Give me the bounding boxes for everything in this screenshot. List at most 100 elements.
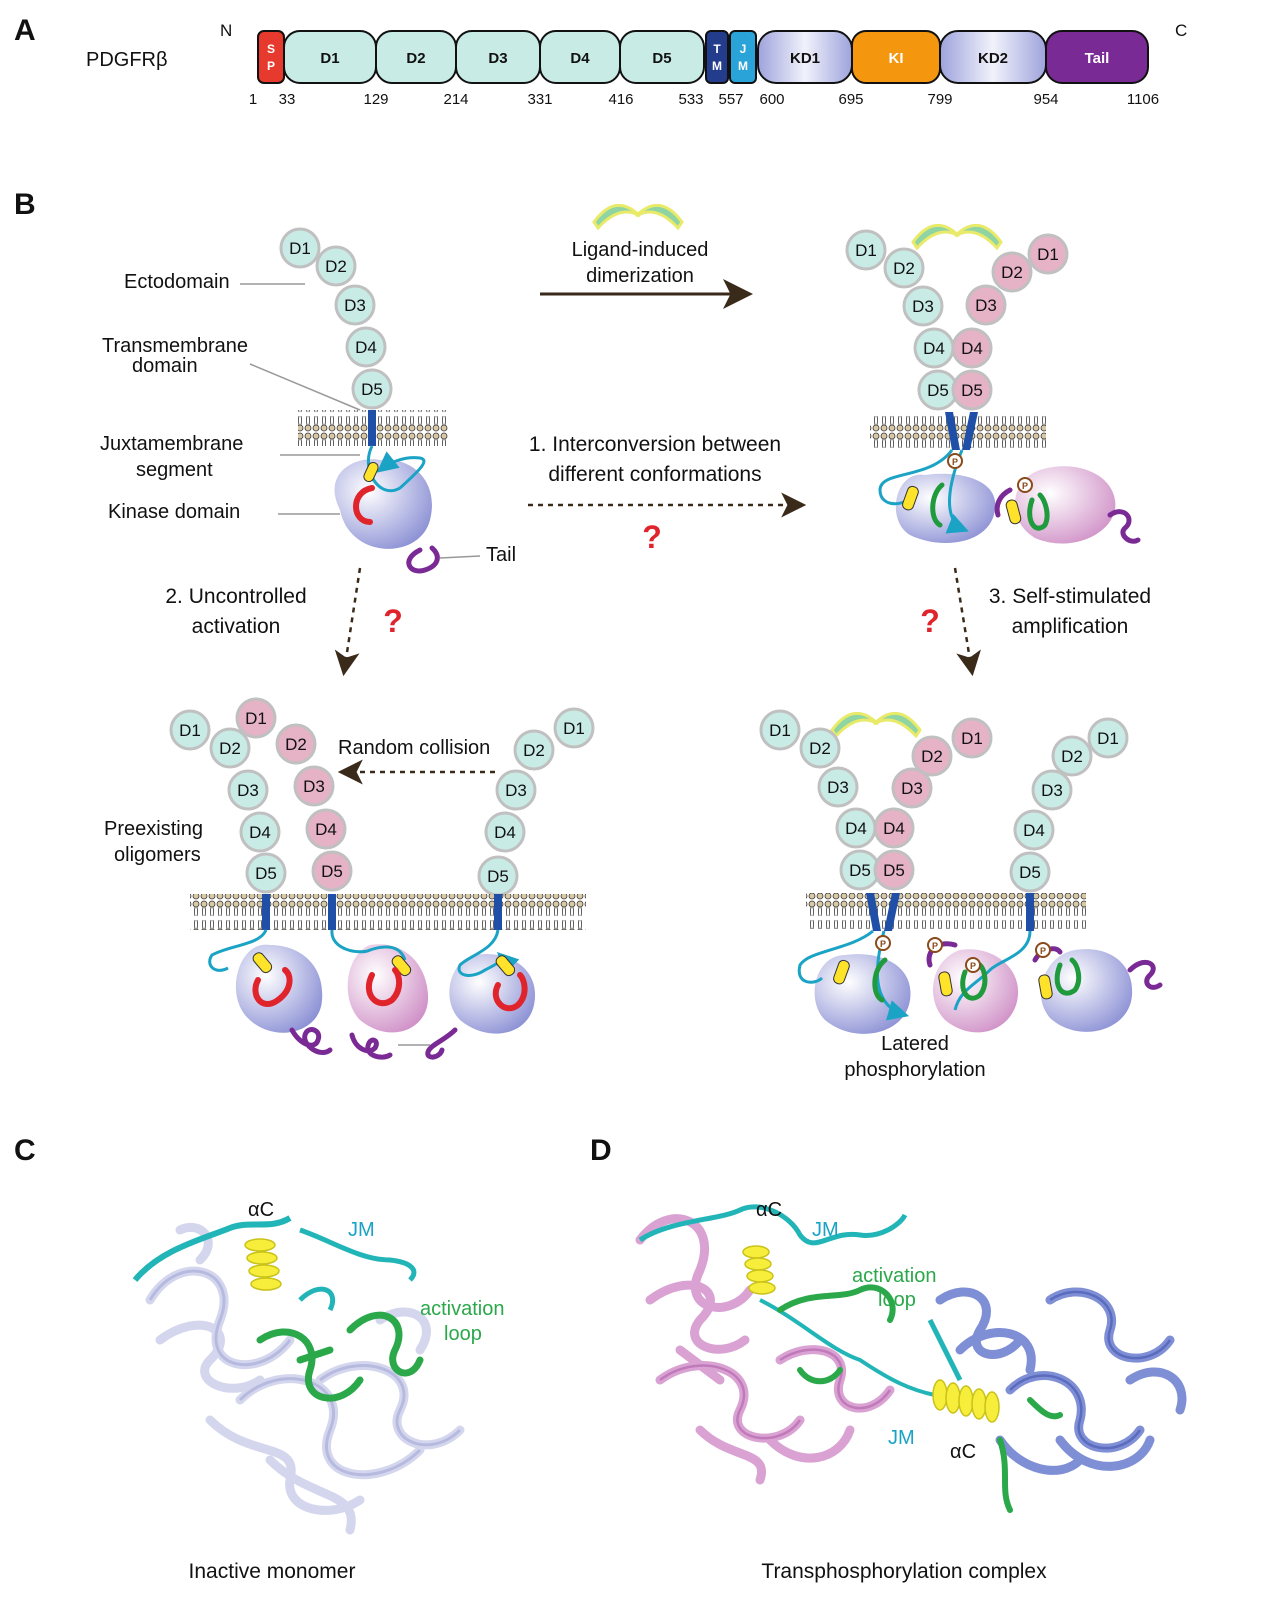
domain-circle-label: D1 — [179, 721, 201, 740]
inactive-monomer-structure: αC JM activation loop — [132, 1199, 505, 1535]
blue-kinase-ribbon — [935, 1287, 1187, 1475]
jm-top-label: JM — [812, 1219, 839, 1241]
domain-circle-label: D3 — [912, 297, 934, 316]
domain-circle-d3 — [965, 284, 1007, 326]
domain-d3-label: D3 — [488, 50, 507, 67]
kinase-domain — [1040, 949, 1133, 1032]
domain-circle-label: D2 — [285, 735, 307, 754]
pink-kinase-ribbon-edge — [659, 1348, 892, 1440]
domain-sp-label-s: S — [267, 42, 275, 56]
phosphate-label: P — [880, 939, 886, 949]
residue-number: 33 — [279, 91, 296, 108]
latered-phosphorylation-assembly: D1 D2 D3 D4 D5 D1 D2 D3 D4 D5 D1 D2 D3 D… — [759, 709, 1163, 1081]
transmembrane-helix — [262, 894, 270, 930]
domain-circle-d4 — [239, 811, 281, 853]
phosphate-label: P — [952, 457, 958, 467]
activation-loop-ribbon — [256, 1311, 424, 1402]
domain-circle-d3 — [293, 765, 335, 807]
jm-ribbon — [298, 1286, 336, 1312]
domain-circle-label: D3 — [1041, 781, 1063, 800]
domain-circle-d2 — [991, 251, 1033, 293]
domain-circle-d1 — [169, 709, 211, 751]
alpha-c-helix — [252, 952, 273, 974]
amplification-arrow — [953, 567, 981, 677]
domain-circle-d3 — [902, 285, 944, 327]
membrane-bilayer — [806, 893, 1086, 929]
c-terminus-label: C — [1175, 21, 1187, 40]
domain-circle-label: D4 — [1023, 821, 1045, 840]
domain-circle-d1 — [759, 709, 801, 751]
domain-circle-label: D5 — [883, 861, 905, 880]
activation-loop — [1027, 492, 1050, 531]
jm-segment — [208, 929, 268, 972]
domain-circle-d4 — [951, 327, 993, 369]
ectodomain-chain: D1 D2 D3 D4 D5 — [279, 227, 393, 410]
transmembrane-helix — [368, 410, 376, 446]
activation-loop — [252, 967, 293, 1008]
kinase-domain — [895, 473, 996, 543]
domain-d5 — [619, 30, 705, 84]
domain-circle-d1 — [1027, 233, 1069, 275]
ectodomain-label: Ectodomain — [124, 271, 230, 293]
domain-circle-label: D1 — [1097, 729, 1119, 748]
domain-circle-label: D5 — [927, 381, 949, 400]
domain-circle-d1 — [845, 229, 887, 271]
transmembrane-helix — [962, 412, 978, 450]
transmembrane-helix — [945, 412, 960, 450]
domain-circle-label: D3 — [975, 296, 997, 315]
ligand-label-line2: dimerization — [586, 265, 694, 287]
domain-circle-d3 — [1031, 769, 1073, 811]
domain-circle-label: D5 — [321, 862, 343, 881]
domain-d1-label: D1 — [320, 50, 339, 67]
leader-line — [249, 363, 361, 411]
domain-circle-d2 — [275, 723, 317, 765]
domain-circle-label: D5 — [961, 381, 983, 400]
domain-circle-d3 — [495, 769, 537, 811]
tail-segment — [406, 545, 440, 574]
domain-circle-label: D5 — [487, 867, 509, 886]
domain-circle-label: D3 — [827, 778, 849, 797]
kinase-domain — [235, 944, 323, 1033]
domain-circle-d4 — [484, 811, 526, 853]
domain-circle-d5 — [311, 850, 353, 892]
tail-segment — [349, 1032, 393, 1060]
domain-circle-label: D4 — [494, 823, 516, 842]
alpha-c-helix-ribbon-top — [742, 1245, 776, 1295]
activation-loop — [365, 967, 403, 1007]
activation-loop — [353, 485, 375, 525]
phosphate-label: P — [932, 941, 938, 951]
domain-circle-d4 — [873, 807, 915, 849]
jm-ribbon-blue — [927, 1318, 963, 1382]
step1-line2: different conformations — [548, 463, 761, 486]
domain-circle-d5 — [351, 368, 393, 410]
alpha-c-helix — [902, 485, 919, 511]
domain-circle-label: D4 — [961, 339, 983, 358]
pink-kinase-ribbon — [635, 1214, 895, 1485]
domain-circle-d2 — [1051, 735, 1093, 777]
kinase-domain — [933, 949, 1019, 1033]
phosphate-marker — [1017, 477, 1033, 493]
residue-number: 557 — [718, 91, 743, 108]
tm-label-line2: domain — [132, 355, 198, 377]
panel-b-label: B — [14, 188, 36, 221]
activation-loop — [960, 962, 988, 1001]
domain-map: S P D1 D2 D3 D4 D5 T M J M KD1 KI KD2 Ta… — [257, 30, 1149, 84]
domain-ki-label: KI — [889, 50, 904, 67]
residue-number: 954 — [1033, 91, 1058, 108]
domain-circle-d1 — [279, 227, 321, 269]
residue-numbers: 1 33 129 214 331 416 533 557 600 695 799… — [249, 91, 1159, 108]
question-mark-step2: ? — [383, 603, 403, 639]
domain-sp — [257, 30, 285, 84]
domain-circle-d4 — [305, 808, 347, 850]
jm-segment — [953, 930, 1032, 1011]
random-collision-label: Random collision — [338, 737, 490, 759]
domain-circle-d5 — [1009, 851, 1051, 893]
jm-label-line2: segment — [136, 459, 213, 481]
domain-circle-label: D5 — [255, 864, 277, 883]
domain-circle-d4 — [345, 326, 387, 368]
activation-loop-label-line1: activation — [852, 1265, 937, 1287]
tail-segment — [289, 1027, 333, 1055]
n-terminus-label: N — [220, 21, 232, 40]
domain-kd1-label: KD1 — [790, 50, 820, 67]
